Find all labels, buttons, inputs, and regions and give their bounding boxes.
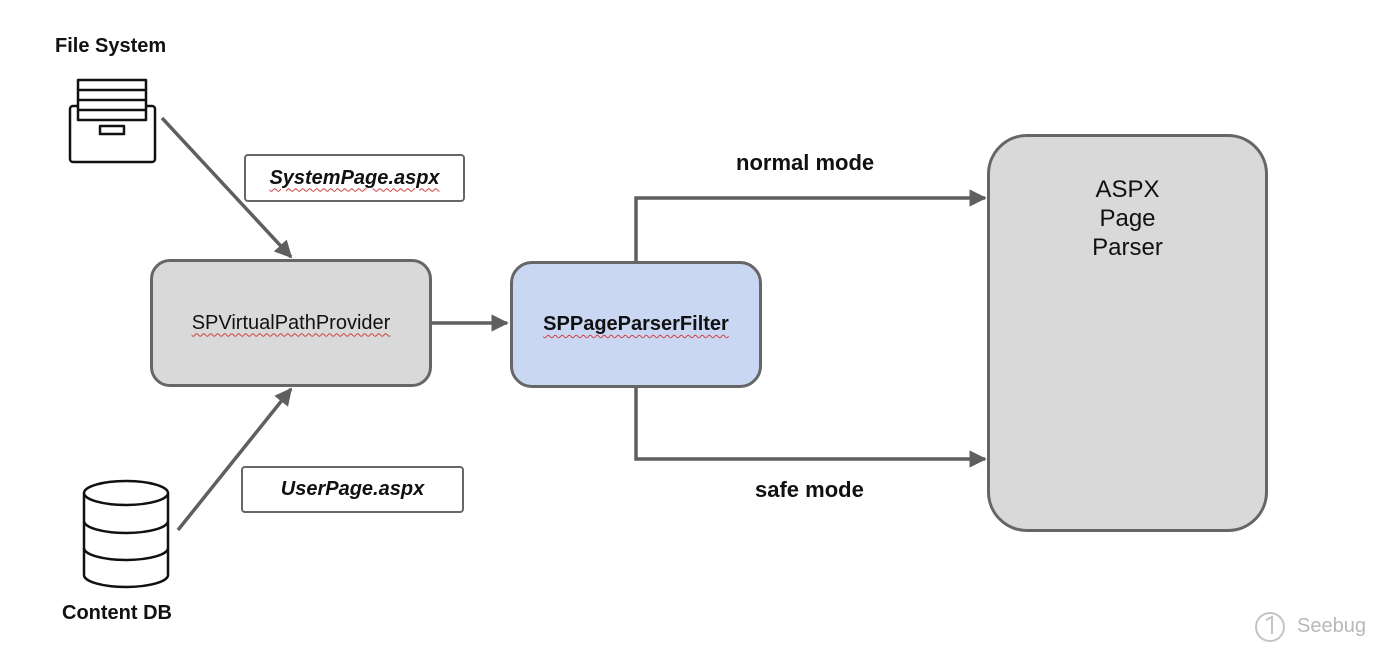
- parser-title: ASPX Page Parser: [1092, 175, 1163, 262]
- parser-title-line-1: ASPX: [1095, 176, 1160, 203]
- provider-box: SPVirtualPathProvider: [150, 259, 432, 387]
- parser-title-line-2: Page: [1099, 205, 1156, 232]
- aspx-page-parser-box: ASPX Page Parser: [987, 134, 1268, 532]
- user-page-file-tag: UserPage.aspx: [241, 466, 464, 513]
- normal-mode-label: normal mode: [736, 150, 875, 175]
- arrow-normal-mode: [634, 189, 987, 261]
- seebug-logo-icon: [1255, 612, 1285, 642]
- system-page-label: SystemPage.aspx: [269, 166, 440, 189]
- arrow-contentdb-to-provider: [176, 387, 293, 532]
- arrow-filesystem-to-provider: [160, 116, 293, 259]
- filter-label: SPPageParserFilter: [543, 313, 729, 335]
- provider-label: SPVirtualPathProvider: [191, 311, 391, 334]
- system-page-file-tag: SystemPage.aspx: [244, 154, 465, 202]
- watermark-text: Seebug: [1297, 615, 1366, 637]
- file-system-label: File System: [55, 35, 167, 57]
- safe-mode-label: safe mode: [755, 477, 864, 502]
- content-db-label: Content DB: [62, 602, 172, 624]
- file-cabinet-icon: [68, 78, 157, 164]
- database-icon: [82, 479, 170, 589]
- user-page-label: UserPage.aspx: [280, 478, 425, 500]
- arrow-safe-mode: [634, 388, 987, 468]
- filter-box: SPPageParserFilter: [510, 261, 762, 388]
- parser-title-line-3: Parser: [1092, 234, 1163, 261]
